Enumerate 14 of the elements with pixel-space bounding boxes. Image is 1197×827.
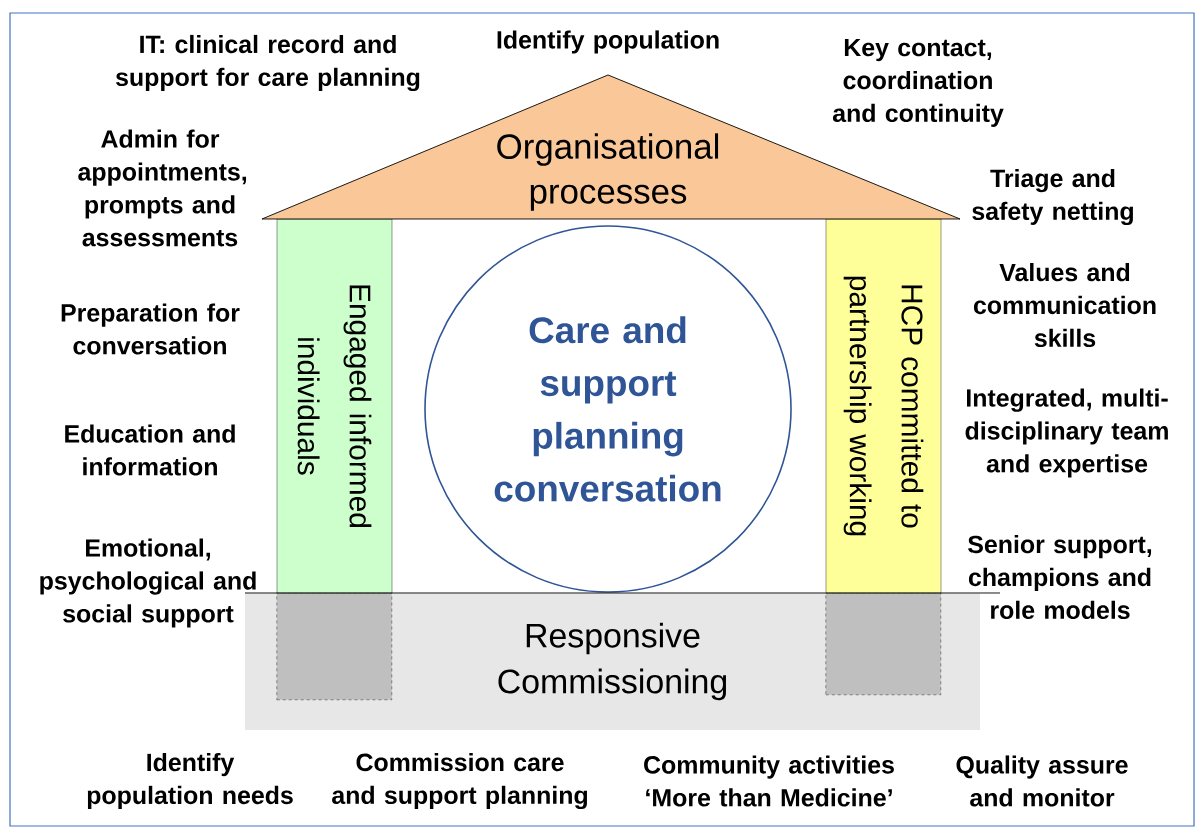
- text-label: Commission care and support planning: [332, 752, 587, 810]
- text-label: Community activities ‘More than Medicine’: [644, 755, 894, 807]
- text-label: Values and communication skills: [973, 262, 1156, 347]
- pillar: Engaged informed individuals: [276, 218, 393, 594]
- text-label: Identify population needs: [87, 752, 293, 810]
- text-label: Integrated, multi-disciplinary team and expertise: [965, 388, 1168, 478]
- pillar: HCP committed to partnership working: [825, 218, 942, 594]
- pillar-footing: [825, 592, 941, 695]
- text-label: Education and information: [65, 424, 235, 476]
- text-label: Preparation for conversation: [61, 303, 240, 355]
- text-label: Triage and safety netting: [972, 168, 1133, 226]
- text-label: Admin for appointments, prompts and assessments: [78, 129, 247, 247]
- pillar-footing: [276, 592, 392, 700]
- text-label: Quality assure and monitor: [956, 755, 1128, 807]
